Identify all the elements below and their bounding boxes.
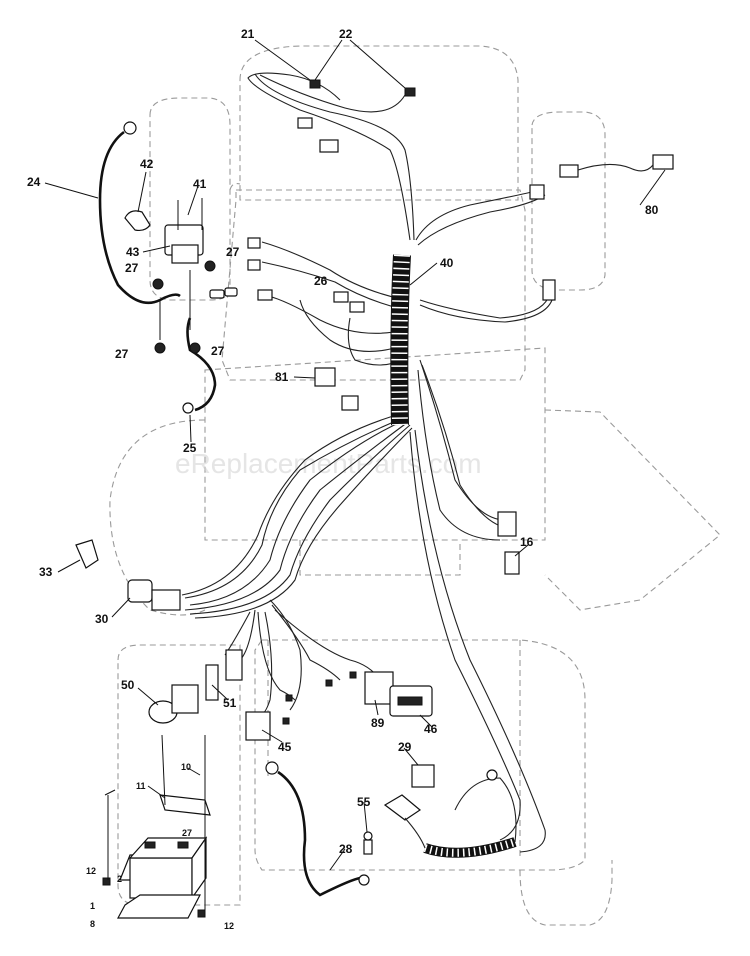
callout-42: 42 [140, 157, 154, 171]
bracket-33 [75, 539, 99, 569]
main-harness [181, 72, 553, 853]
callout-26: 26 [314, 274, 328, 288]
callout-51: 51 [223, 696, 237, 710]
callout-55: 55 [357, 795, 371, 809]
hour-meter-46 [364, 671, 433, 717]
callout-27-a: 27 [226, 245, 240, 259]
callout-80: 80 [645, 203, 659, 217]
callout-16: 16 [520, 535, 534, 549]
callout-50: 50 [121, 678, 135, 692]
callout-25: 25 [183, 441, 197, 455]
callout-89: 89 [371, 716, 385, 730]
callout-11: 11 [136, 781, 146, 791]
seat-switch-29 [383, 764, 517, 858]
callout-27-e: 27 [182, 828, 192, 838]
callout-45: 45 [278, 740, 292, 754]
callout-21: 21 [241, 27, 255, 41]
callout-12-a: 12 [86, 866, 96, 876]
callout-24: 24 [27, 175, 41, 189]
cable-25 [182, 317, 217, 414]
leader-lines [44, 39, 666, 871]
callout-22: 22 [339, 27, 353, 41]
cable-24 [98, 121, 181, 305]
callout-30: 30 [95, 612, 109, 626]
watermark-text: eReplacementParts.com [175, 448, 482, 479]
callout-2: 2 [117, 874, 122, 884]
part-55 [363, 831, 373, 855]
callout-40: 40 [440, 256, 454, 270]
callout-43: 43 [126, 245, 140, 259]
callout-28: 28 [339, 842, 353, 856]
callout-41: 41 [193, 177, 207, 191]
callout-33: 33 [39, 565, 53, 579]
top-connectors [247, 79, 674, 313]
connector-16 [497, 511, 520, 575]
harness-conduit [390, 254, 411, 426]
callout-labels: 21 22 24 42 41 43 27 27 27 27 40 26 80 8… [27, 27, 659, 931]
callout-10: 10 [181, 762, 191, 772]
callout-1: 1 [90, 901, 95, 911]
callout-27-c: 27 [115, 347, 129, 361]
callout-27-d: 27 [211, 344, 225, 358]
callout-29: 29 [398, 740, 412, 754]
callout-81: 81 [275, 370, 289, 384]
solenoid-assembly [124, 198, 238, 354]
callout-8: 8 [90, 919, 95, 929]
battery-assembly [102, 734, 211, 919]
callout-27-b: 27 [125, 261, 139, 275]
callout-12-b: 12 [224, 921, 234, 931]
callout-46: 46 [424, 722, 438, 736]
ignition-switch-30 [127, 579, 181, 611]
lower-left-switches [148, 649, 357, 741]
relay-81 [314, 367, 359, 411]
cable-28 [265, 761, 370, 897]
